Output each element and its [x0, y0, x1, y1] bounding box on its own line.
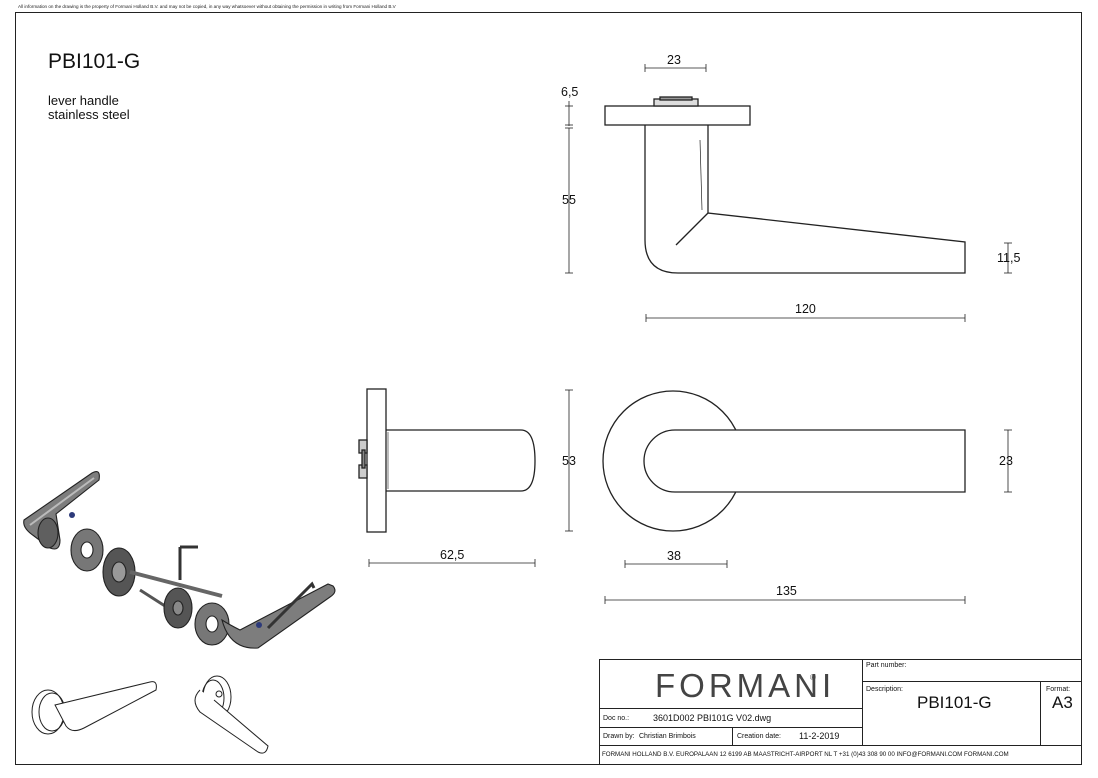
- dim-height: 55: [562, 193, 576, 207]
- dim-offset: 38: [667, 549, 681, 563]
- description-line-2: stainless steel: [48, 107, 130, 122]
- doc-no-value: 3601D002 PBI101G V02.dwg: [653, 713, 772, 723]
- product-description: lever handle stainless steel: [48, 94, 130, 122]
- drawn-by-label: Drawn by:: [603, 733, 635, 740]
- creation-date-label: Creation date:: [737, 733, 781, 740]
- dim-rose-diameter: 53: [562, 454, 576, 468]
- dim-lever-end: 11,5: [997, 251, 1021, 265]
- side-view-top: [604, 96, 966, 274]
- ownership-notice: All information on the drawing is the pr…: [18, 4, 396, 9]
- creation-date-value: 11-2-2019: [799, 731, 840, 741]
- dim-depth: 62,5: [440, 548, 465, 562]
- doc-no-label: Doc no.:: [603, 715, 630, 722]
- dim-spindle-width: 23: [667, 53, 681, 67]
- drawing-frame: [15, 12, 1082, 765]
- exploded-assembly-view: [23, 471, 336, 649]
- top-dimension-lines: [565, 64, 1012, 322]
- registered-mark: ®: [810, 673, 816, 682]
- formani-logo: FORMANI: [655, 667, 836, 704]
- company-footer: FORMANI HOLLAND B.V. EUROPALAAN 12 6199 …: [602, 751, 1009, 758]
- title-part-value: PBI101-G: [917, 693, 992, 712]
- description-label: Description:: [866, 686, 903, 693]
- format-value: A3: [1052, 693, 1073, 712]
- profile-dimension-lines: [368, 389, 573, 567]
- side-view-profile: [358, 388, 536, 533]
- front-dimension-lines: [604, 429, 1012, 604]
- outline-sketches: [31, 675, 269, 754]
- dim-lever-width: 23: [999, 454, 1013, 468]
- product-code-heading: PBI101-G: [48, 50, 141, 73]
- dim-length-top: 120: [795, 302, 816, 316]
- title-block: FORMANI ® Part number: Description: PBI1…: [599, 659, 1082, 765]
- part-number-label: Part number:: [866, 662, 907, 669]
- dim-rose-thickness: 6,5: [561, 85, 579, 99]
- dim-length-front: 135: [776, 584, 797, 598]
- description-line-1: lever handle: [48, 93, 119, 108]
- format-label: Format:: [1046, 686, 1071, 693]
- drawn-by-value: Christian Brimbois: [639, 733, 696, 740]
- footer-cell: [599, 745, 1082, 765]
- front-view: [602, 390, 966, 532]
